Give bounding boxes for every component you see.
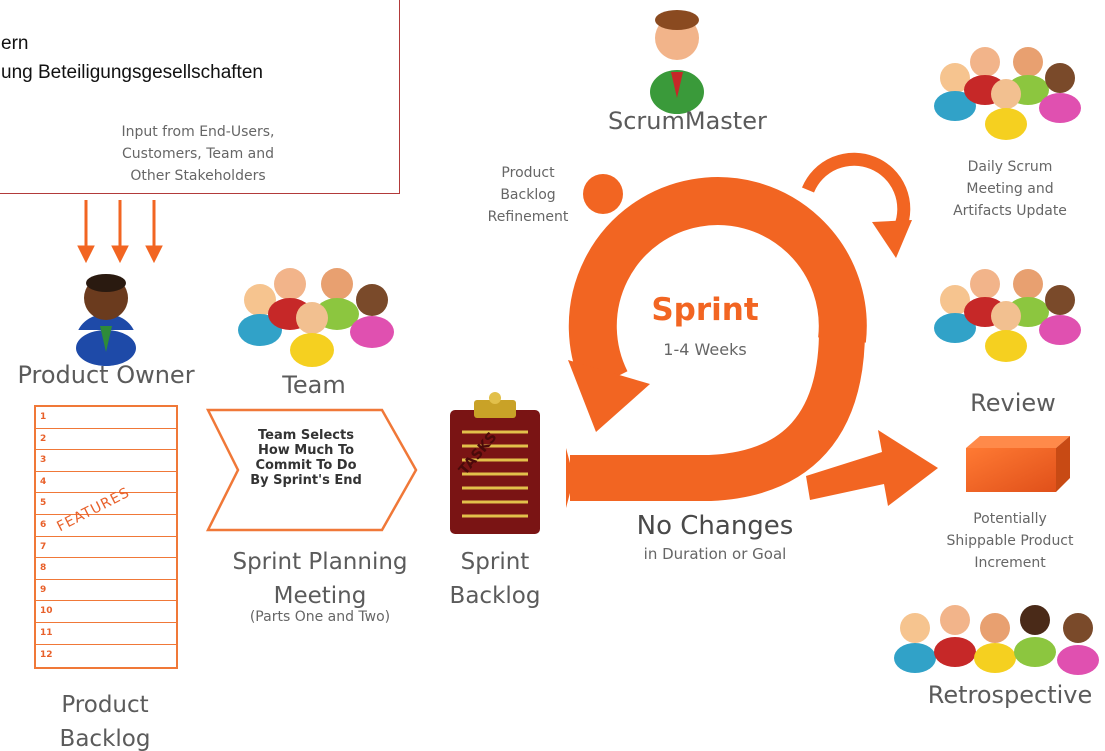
sprint-backlog-clipboard-icon — [450, 392, 540, 534]
product-backlog-line-1: Product — [61, 692, 149, 718]
product-owner-label: Product Owner — [17, 361, 195, 389]
scrummaster-label: ScrumMaster — [608, 107, 767, 135]
review-group-icon — [934, 269, 1081, 362]
planning-title-line-1: Sprint Planning — [232, 549, 408, 575]
retrospective-group-icon — [894, 605, 1099, 675]
daily-line-2: Meeting and — [966, 181, 1054, 197]
selects-line-4: By Sprint's End — [250, 473, 362, 488]
backlog-row: 11 — [36, 623, 176, 645]
daily-line-3: Artifacts Update — [953, 203, 1067, 219]
backlog-row: 12 — [40, 649, 53, 660]
selects-line-3: Commit To Do — [255, 458, 357, 473]
refinement-line-3: Refinement — [487, 209, 569, 225]
daily-scrum-group-icon — [934, 47, 1081, 140]
team-selects-text: Team Selects How Much To Commit To Do By… — [212, 428, 400, 488]
backlog-row: 4 — [36, 472, 176, 494]
daily-line-1: Daily Scrum — [967, 159, 1053, 175]
retrospective-label: Retrospective — [927, 681, 1093, 709]
sprint-backlog-title: Sprint Backlog — [436, 545, 554, 613]
backlog-row: 7 — [36, 537, 176, 559]
backlog-row: 8 — [36, 558, 176, 580]
sprint-duration: 1-4 Weeks — [663, 340, 747, 359]
input-line-2: Customers, Team and — [122, 146, 274, 162]
backlog-row: 5 — [36, 493, 176, 515]
product-owner-person-icon — [76, 274, 136, 366]
backlog-row: 1 — [36, 407, 176, 429]
increment-label: Potentially Shippable Product Increment — [925, 508, 1095, 574]
stakeholder-input-text: Input from End-Users, Customers, Team an… — [0, 121, 399, 187]
input-line-1: Input from End-Users, — [121, 124, 275, 140]
product-backlog-line-2: Backlog — [59, 726, 151, 751]
callout-text: ern ung Beteiligungsgesellschaften — [1, 29, 263, 87]
increment-line-3: Increment — [974, 555, 1046, 571]
product-backlog-title: Product Backlog — [50, 688, 160, 751]
scrummaster-person-icon — [650, 10, 704, 114]
refinement-line-2: Backlog — [500, 187, 556, 203]
callout-box: ern ung Beteiligungsgesellschaften Input… — [0, 0, 400, 194]
planning-chevron-icon — [205, 408, 418, 532]
daily-scrum-label: Daily Scrum Meeting and Artifacts Update — [930, 156, 1090, 222]
refinement-label: Product Backlog Refinement — [478, 162, 578, 228]
selects-line-1: Team Selects — [258, 428, 354, 443]
callout-line-2: ung Beteiligungsgesellschaften — [1, 62, 263, 83]
sprint-planning-subtitle: (Parts One and Two) — [249, 609, 391, 625]
sprint-title: Sprint — [651, 292, 759, 328]
no-changes-label: No Changes — [636, 511, 794, 541]
increment-box-icon — [966, 436, 1070, 492]
increment-arrow-icon — [806, 430, 938, 506]
team-group-icon — [238, 268, 394, 367]
review-label: Review — [970, 389, 1056, 417]
refinement-line-1: Product — [501, 165, 555, 181]
sprint-backlog-line-2: Backlog — [449, 583, 541, 609]
backlog-row: 6 — [36, 515, 176, 537]
input-arrows-icon — [77, 200, 163, 264]
no-changes-sub: in Duration or Goal — [643, 545, 787, 563]
input-line-3: Other Stakeholders — [130, 168, 266, 184]
callout-line-1: ern — [1, 33, 29, 54]
team-label: Team — [282, 371, 346, 399]
backlog-row: 3 — [36, 450, 176, 472]
sprint-cycle-icon — [566, 152, 912, 508]
backlog-row: 9 — [36, 580, 176, 602]
selects-line-2: How Much To — [257, 443, 355, 458]
backlog-row: 2 — [36, 429, 176, 451]
planning-title-line-2: Meeting — [273, 583, 367, 609]
increment-line-1: Potentially — [973, 511, 1047, 527]
sprint-planning-title: Sprint Planning Meeting — [220, 545, 420, 613]
sprint-backlog-line-1: Sprint — [460, 549, 530, 575]
increment-line-2: Shippable Product — [946, 533, 1074, 549]
backlog-row: 10 — [36, 601, 176, 623]
